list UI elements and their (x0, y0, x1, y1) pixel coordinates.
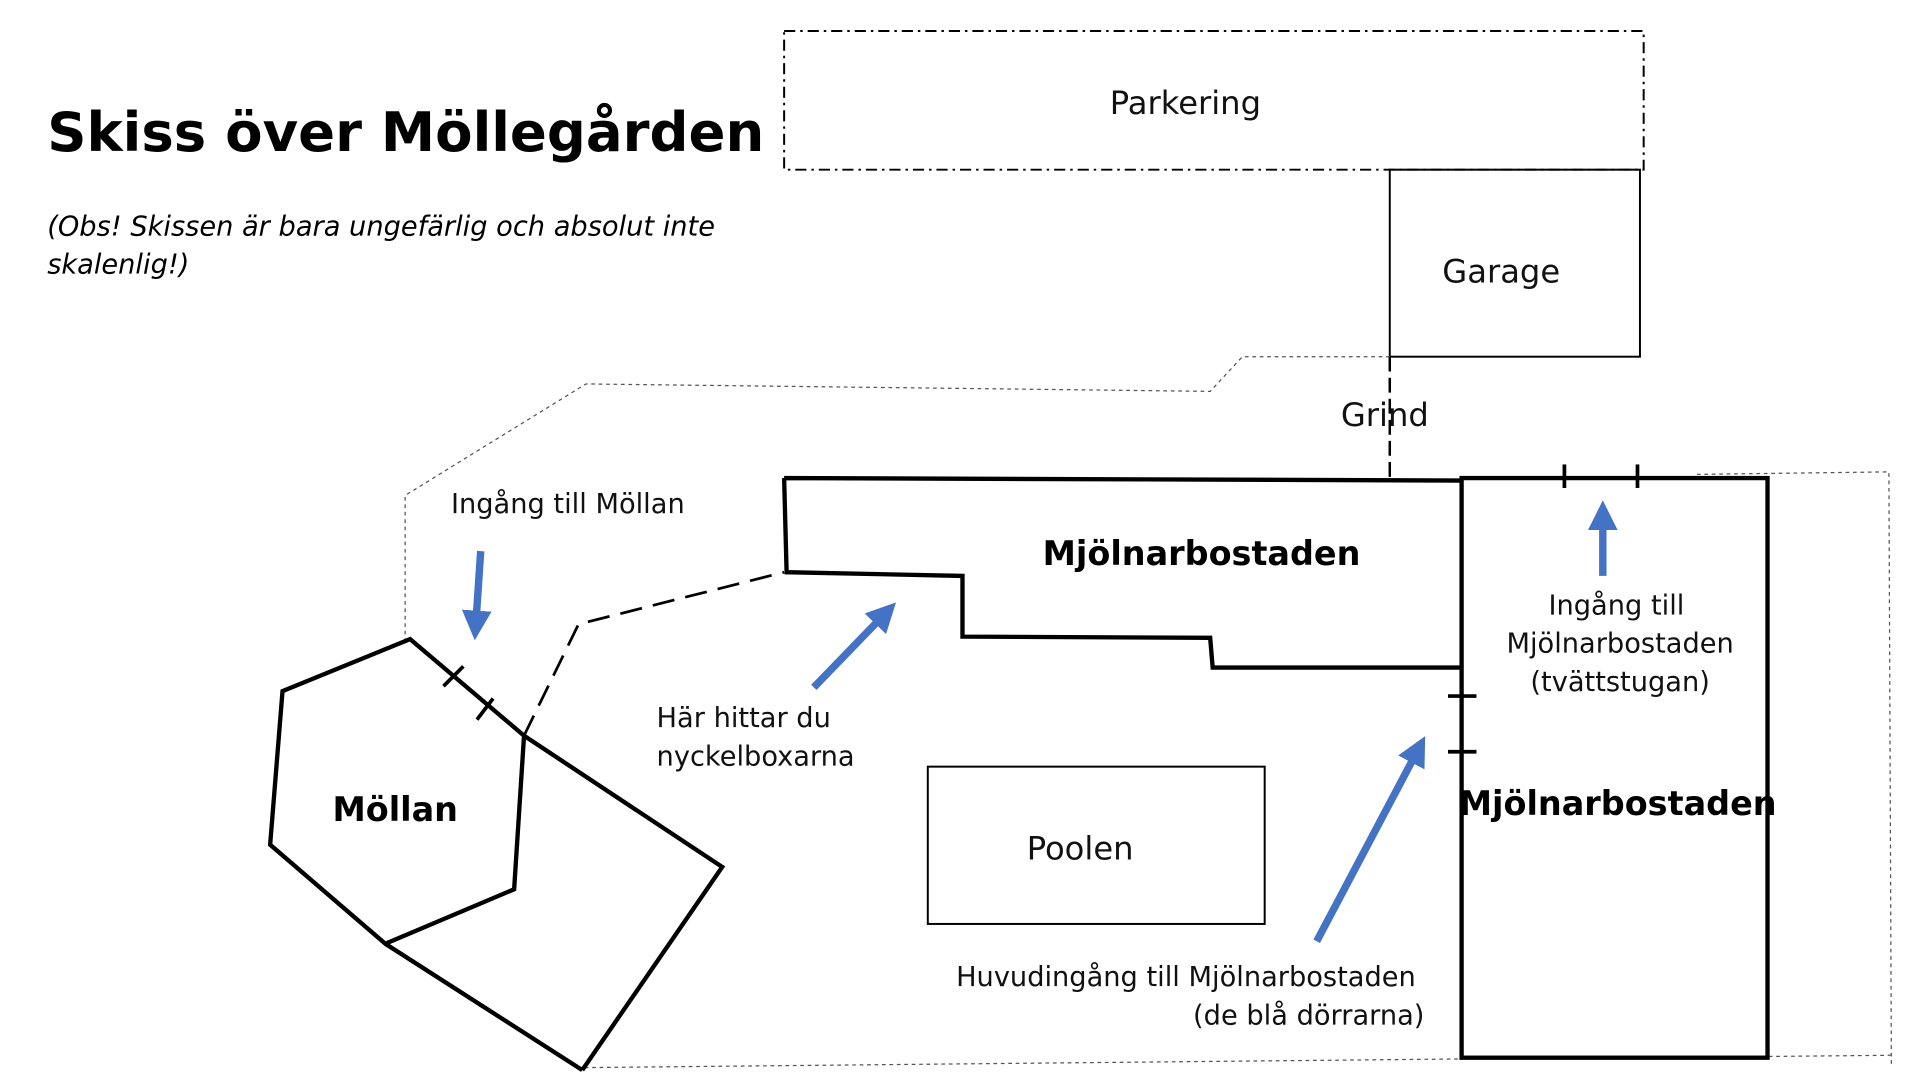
disclaimer-line-1: (Obs! Skissen är bara ungefärlig och abs… (47, 211, 715, 242)
parking-label: Parkering (1110, 84, 1261, 122)
garage-label: Garage (1442, 252, 1560, 290)
mill-house-label: Mjölnarbostaden (1043, 534, 1361, 573)
property-boundary-south (584, 1058, 1462, 1069)
laundry-entrance-line-3: (tvättstugan) (1530, 667, 1709, 698)
pool-label: Poolen (1027, 830, 1134, 868)
garage-building (1388, 168, 1641, 358)
mill-house-east-wing (1459, 475, 1770, 1060)
keybox-label-line-2: nyckelboxarna (657, 741, 855, 772)
laundry-entrance-line-1: Ingång till (1548, 590, 1684, 621)
main-entrance-arrow (1313, 736, 1426, 944)
mollan-entrance-arrow (461, 550, 492, 641)
disclaimer-line-2: skalenlig!) (47, 250, 189, 281)
mollan-door-left (442, 665, 465, 688)
property-boundary-south-east (1768, 1054, 1896, 1058)
parking-area (783, 29, 1645, 171)
mill-house-north-wing (781, 475, 1462, 670)
mollan-label: Möllan (332, 790, 458, 829)
mollan-entrance-label: Ingång till Möllan (451, 489, 685, 520)
keybox-arrow (811, 602, 897, 690)
main-entrance-line-2: (de blå dörrarna) (1193, 1000, 1424, 1031)
property-boundary-east (1696, 471, 1892, 1066)
mill-house-east-label: Mjölnarbostaden (1459, 784, 1777, 823)
pool (926, 765, 1266, 925)
mollan-door-right (475, 697, 495, 721)
page-title: Skiss över Möllegården (47, 100, 764, 164)
gate-label: Grind (1341, 396, 1429, 434)
laundry-entrance-line-2: Mjölnarbostaden (1507, 629, 1734, 660)
mollan-annex (384, 733, 726, 1072)
main-entrance-line-1: Huvudingång till Mjölnarbostaden (956, 962, 1416, 993)
property-boundary-north (404, 356, 1390, 640)
keybox-label-line-1: Här hittar du (657, 703, 831, 734)
walkway-path (522, 570, 785, 737)
